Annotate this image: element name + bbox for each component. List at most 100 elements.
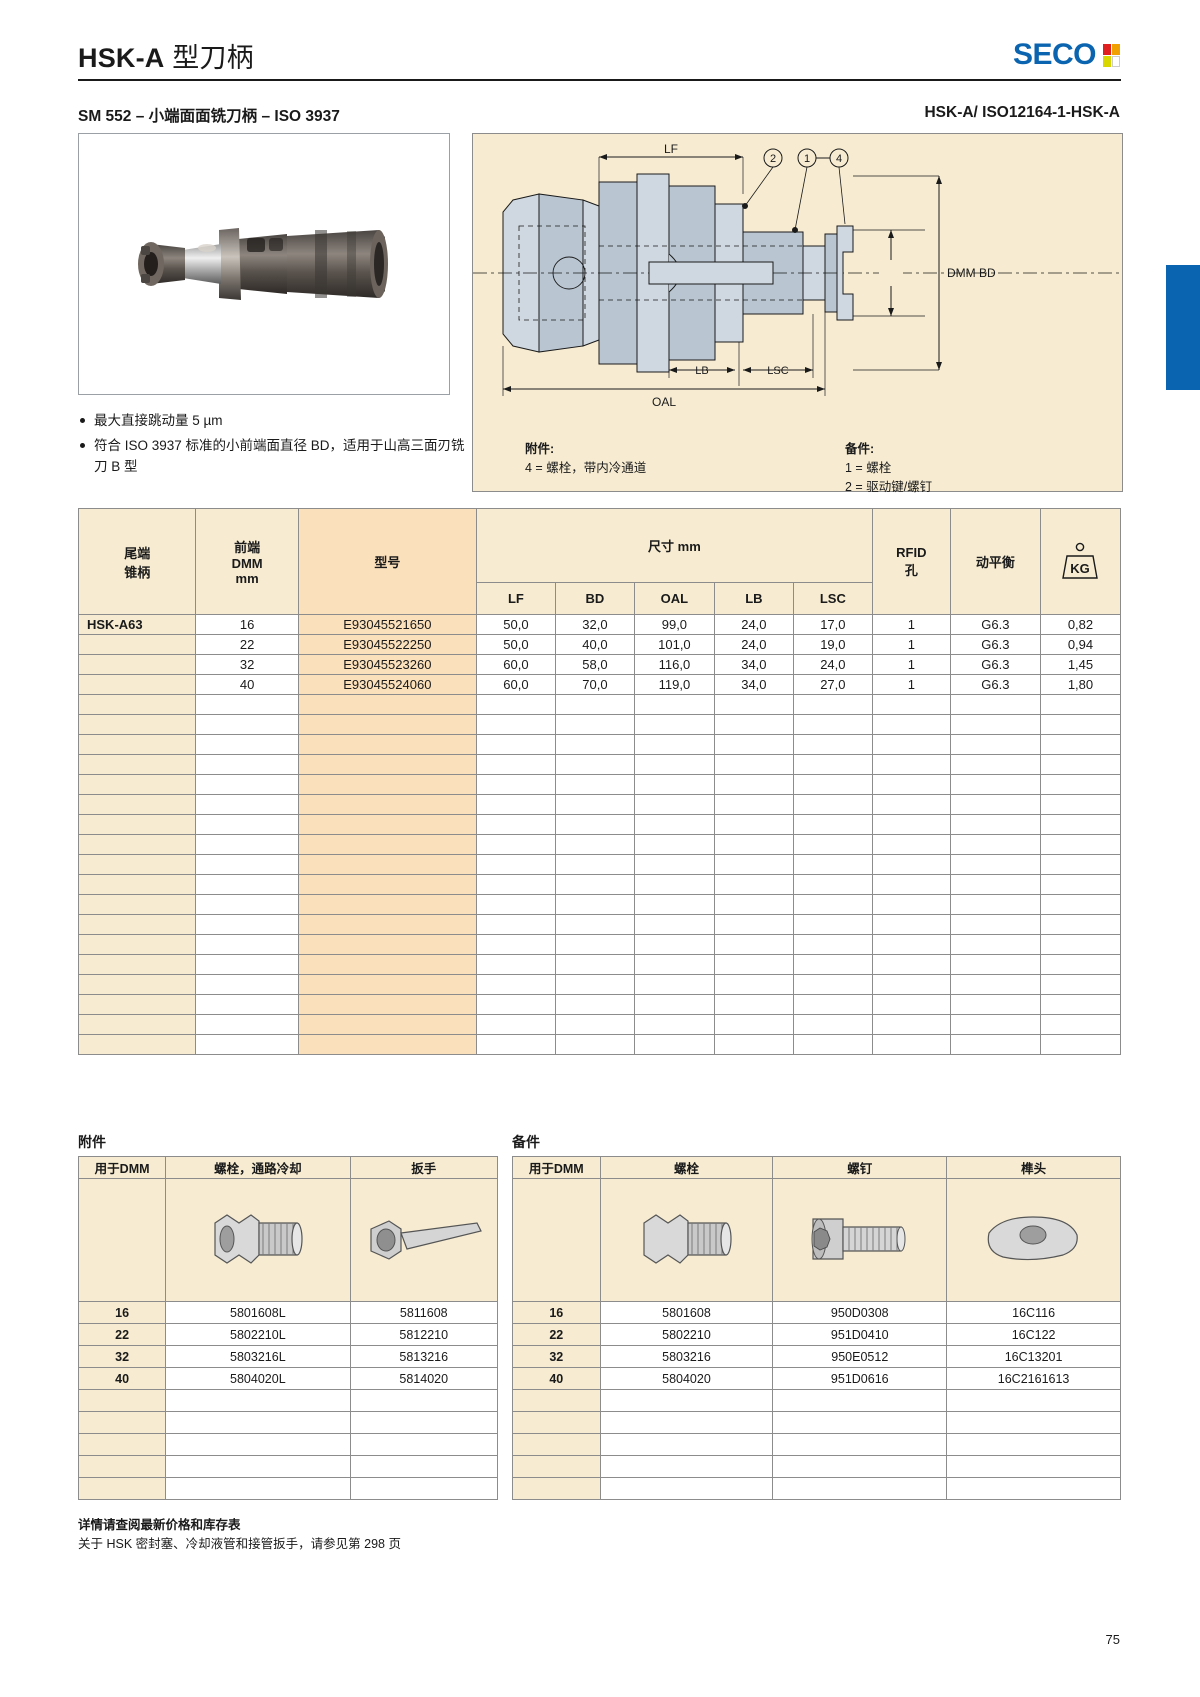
- cell-empty: [554, 754, 635, 775]
- cell-empty: [297, 894, 477, 915]
- cell-empty: [633, 834, 715, 855]
- cell-empty: [77, 954, 197, 975]
- cell-empty: [77, 874, 197, 895]
- cell-empty: [949, 1014, 1041, 1035]
- cell-empty: [554, 1014, 635, 1035]
- th-spare-dmm: 用于DMM: [512, 1156, 601, 1179]
- cell-model: E93045521650: [297, 614, 477, 635]
- cell-lf: 60,0: [475, 654, 556, 675]
- cell-lsc: 19,0: [792, 634, 873, 655]
- weight-icon: KG: [1062, 542, 1099, 579]
- cell-kg: 1,45: [1039, 654, 1122, 675]
- drawing-notes-accessories: 附件: 4 = 螺栓，带内冷通道: [525, 440, 646, 478]
- cell-dmm: 40: [512, 1367, 601, 1390]
- cell-empty: [554, 874, 635, 895]
- cell-empty: [792, 794, 873, 815]
- cell-dmm: 22: [77, 1323, 167, 1346]
- cell-empty: [297, 774, 477, 795]
- cell-empty: [871, 974, 951, 995]
- cell-empty: [949, 834, 1041, 855]
- th-dmm-line2: DMM: [231, 556, 263, 571]
- th-spare-screw: 螺钉: [772, 1156, 948, 1179]
- cell-empty: [475, 774, 556, 795]
- notes-spares-item: 1 = 螺栓: [845, 461, 892, 475]
- cell-lsc: 27,0: [792, 674, 873, 695]
- cell-empty: [1039, 994, 1122, 1015]
- weight-icon-label: KG: [1071, 561, 1091, 576]
- subtitle-right: HSK-A/ ISO12164-1-HSK-A: [924, 104, 1120, 121]
- accessories-row-empty: [77, 1455, 498, 1478]
- cell-empty: [195, 714, 299, 735]
- th-model: 型号: [297, 508, 477, 615]
- cell-empty: [871, 754, 951, 775]
- cell-empty: [946, 1411, 1121, 1434]
- cell-empty: [554, 834, 635, 855]
- spares-table: 用于DMM 螺栓 螺钉 榫头: [512, 1156, 1121, 1500]
- cell-empty: [946, 1433, 1121, 1456]
- cell-empty: [792, 954, 873, 975]
- cell-empty: [297, 874, 477, 895]
- technical-drawing-box: LF 2 1 4 DMM BD LB LSC OAL: [472, 133, 1123, 492]
- cell-empty: [713, 854, 794, 875]
- cell-empty: [871, 1014, 951, 1035]
- cell-empty: [713, 714, 794, 735]
- cell-empty: [949, 894, 1041, 915]
- cell-empty: [713, 1014, 794, 1035]
- cell-bolt: 5801608L: [165, 1301, 351, 1324]
- bolt-icon: [643, 1213, 732, 1264]
- cell-empty: [195, 894, 299, 915]
- spare-img-screw-cell: [772, 1178, 948, 1302]
- accessories-row-empty: [77, 1433, 498, 1456]
- cell-empty: [633, 914, 715, 935]
- cell-bd: 32,0: [554, 614, 635, 635]
- table-row-empty: [77, 954, 1122, 975]
- cell-rfid: 1: [871, 654, 951, 675]
- cell-empty: [772, 1411, 948, 1434]
- cell-empty: [1039, 694, 1122, 715]
- cell-rfid: 1: [871, 634, 951, 655]
- bullet-item: 符合 ISO 3937 标准的小前端面直径 BD，适用于山高三面刃铣刀 B 型: [78, 435, 478, 477]
- spares-header-row: 用于DMM 螺栓 螺钉 榫头: [512, 1156, 1121, 1179]
- cell-model: E93045523260: [297, 654, 477, 675]
- cell-empty: [297, 934, 477, 955]
- th-weight: KG: [1039, 508, 1122, 615]
- cell-dmm: 16: [195, 614, 299, 635]
- cell-shank: [77, 634, 197, 655]
- th-acc-wrench: 扳手: [349, 1156, 498, 1179]
- accessories-row-empty: [77, 1389, 498, 1412]
- cell-empty: [349, 1411, 498, 1434]
- cell-empty: [633, 694, 715, 715]
- page-title-rest: 型刀柄: [164, 43, 254, 73]
- cell-empty: [792, 774, 873, 795]
- cell-empty: [772, 1477, 948, 1500]
- cell-empty: [1039, 1014, 1122, 1035]
- footnotes: 详情请查阅最新价格和库存表 关于 HSK 密封塞、冷却液管和接管扳手，请参见第 …: [78, 1516, 401, 1554]
- cell-empty: [297, 1034, 477, 1055]
- cell-empty: [1039, 894, 1122, 915]
- spares-row-empty: [512, 1411, 1121, 1434]
- tool-holder-photo: [138, 228, 388, 300]
- notes-spares-item: 2 = 驱动键/螺钉: [845, 480, 933, 494]
- cell-empty: [475, 874, 556, 895]
- spares-row-empty: [512, 1389, 1121, 1412]
- cell-empty: [475, 854, 556, 875]
- cell-kg: 0,94: [1039, 634, 1122, 655]
- cell-empty: [297, 814, 477, 835]
- cell-empty: [792, 994, 873, 1015]
- cell-empty: [475, 914, 556, 935]
- cell-kg: 1,80: [1039, 674, 1122, 695]
- cell-empty: [792, 814, 873, 835]
